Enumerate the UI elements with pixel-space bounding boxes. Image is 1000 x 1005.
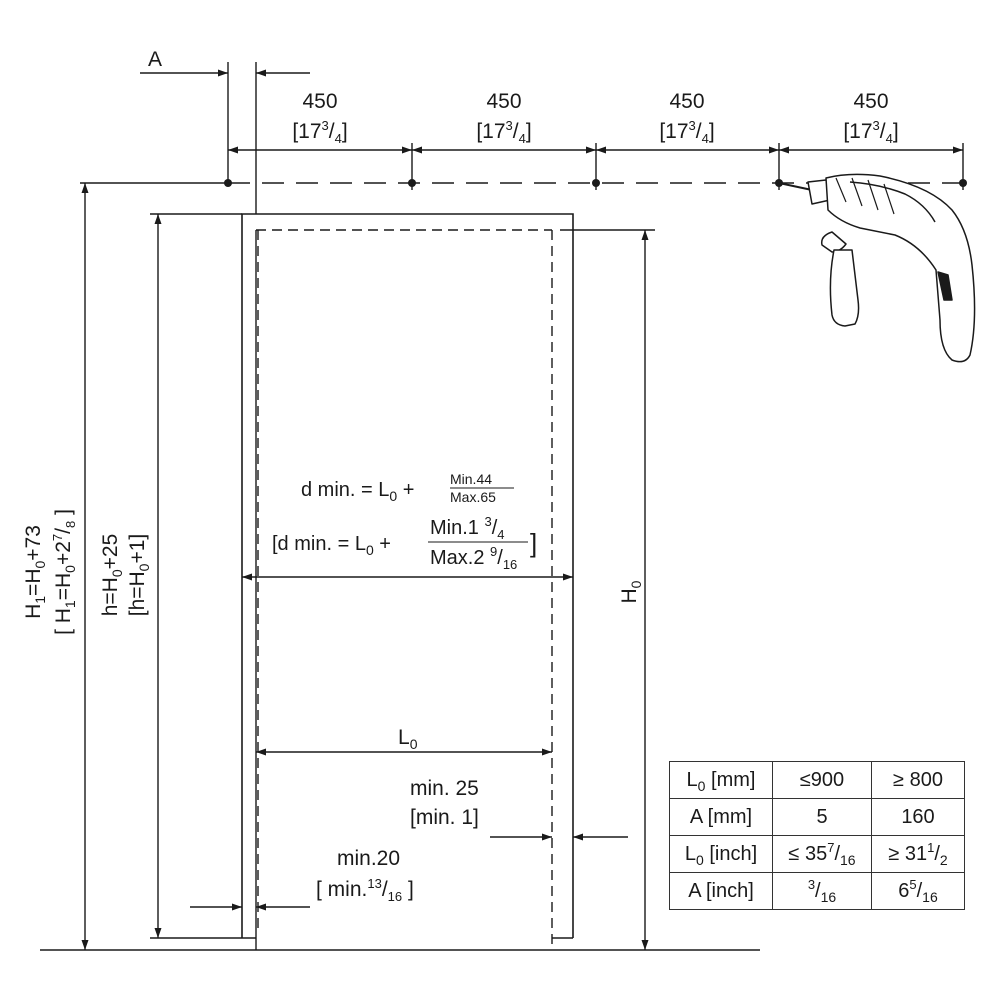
spacing-labels: 450 [173/4] 450 [173/4] 450 [173/4] 450 [173/4] <box>292 90 898 146</box>
label-min25-mm: min. 25 <box>410 777 479 800</box>
svg-text:d min. = L0 +: d min. = L0 + <box>301 479 414 504</box>
row-header-l0-mm: L0 [mm] <box>669 761 773 799</box>
spacing-mm-label: 450 <box>486 90 521 113</box>
label-h0: H0 <box>618 580 644 603</box>
label-h1-mm: H1=H0+73 <box>22 525 48 619</box>
table-cell: ≥ 311/2 <box>871 835 965 873</box>
cabinet-outline <box>241 213 574 939</box>
spec-table: L0 [mm] ≤900 ≥ 800 A [mm] 5 160 L0 [inch… <box>669 761 965 910</box>
table-cell: 65/16 <box>871 872 965 910</box>
table-row: A [inch] 3/16 65/16 <box>669 872 965 910</box>
row-header-a-inch: A [inch] <box>669 872 773 910</box>
table-cell: ≤ 357/16 <box>772 835 872 873</box>
table-row: A [mm] 5 160 <box>669 798 965 836</box>
label-l0: L0 <box>398 726 418 752</box>
label-a: A <box>148 48 162 71</box>
formula-d-min-mm: d min. = L0 + Min.44 Max.65 <box>301 471 514 505</box>
svg-text:Max.65: Max.65 <box>450 489 496 505</box>
formula-d-min-inch: [d min. = L0 + Min.1 3/4 Max.2 9/16 ] <box>272 514 537 572</box>
spacing-inch-label: [173/4] <box>292 118 347 146</box>
label-min25-inch: [min. 1] <box>410 806 479 829</box>
label-h-mm: h=H0+25 <box>99 534 125 617</box>
drill-point-1 <box>224 179 232 187</box>
drill-point-5 <box>959 179 967 187</box>
drill-point-3 <box>592 179 600 187</box>
row-header-l0-inch: L0 [inch] <box>669 835 773 873</box>
label-min20-inch: [ min.13/16 ] <box>316 876 414 904</box>
svg-text:Min.1 3/4: Min.1 3/4 <box>430 514 505 542</box>
table-cell: 5 <box>772 798 872 836</box>
svg-text:]: ] <box>530 528 537 558</box>
table-cell: 160 <box>871 798 965 836</box>
spacing-mm-label: 450 <box>853 90 888 113</box>
svg-text:Max.2 9/16: Max.2 9/16 <box>430 544 517 572</box>
spacing-mm-label: 450 <box>669 90 704 113</box>
power-drill-icon <box>778 173 976 363</box>
spacing-inch-label: [173/4] <box>659 118 714 146</box>
spacing-inch-label: [173/4] <box>476 118 531 146</box>
table-cell: ≥ 800 <box>871 761 965 799</box>
table-cell: 3/16 <box>772 872 872 910</box>
drill-point-2 <box>408 179 416 187</box>
svg-text:[d min. = L0 +: [d min. = L0 + <box>272 533 391 558</box>
table-cell: ≤900 <box>772 761 872 799</box>
spacing-inch-label: [173/4] <box>843 118 898 146</box>
label-min20-mm: min.20 <box>337 847 400 870</box>
table-row: L0 [mm] ≤900 ≥ 800 <box>669 761 965 799</box>
label-h1-inch: [ H1=H0+27/8 ] <box>50 509 78 635</box>
label-h-inch: [h=H0+1] <box>126 534 152 617</box>
row-header-a-mm: A [mm] <box>669 798 773 836</box>
table-row: L0 [inch] ≤ 357/16 ≥ 311/2 <box>669 835 965 873</box>
svg-text:Min.44: Min.44 <box>450 471 492 487</box>
spacing-mm-label: 450 <box>302 90 337 113</box>
